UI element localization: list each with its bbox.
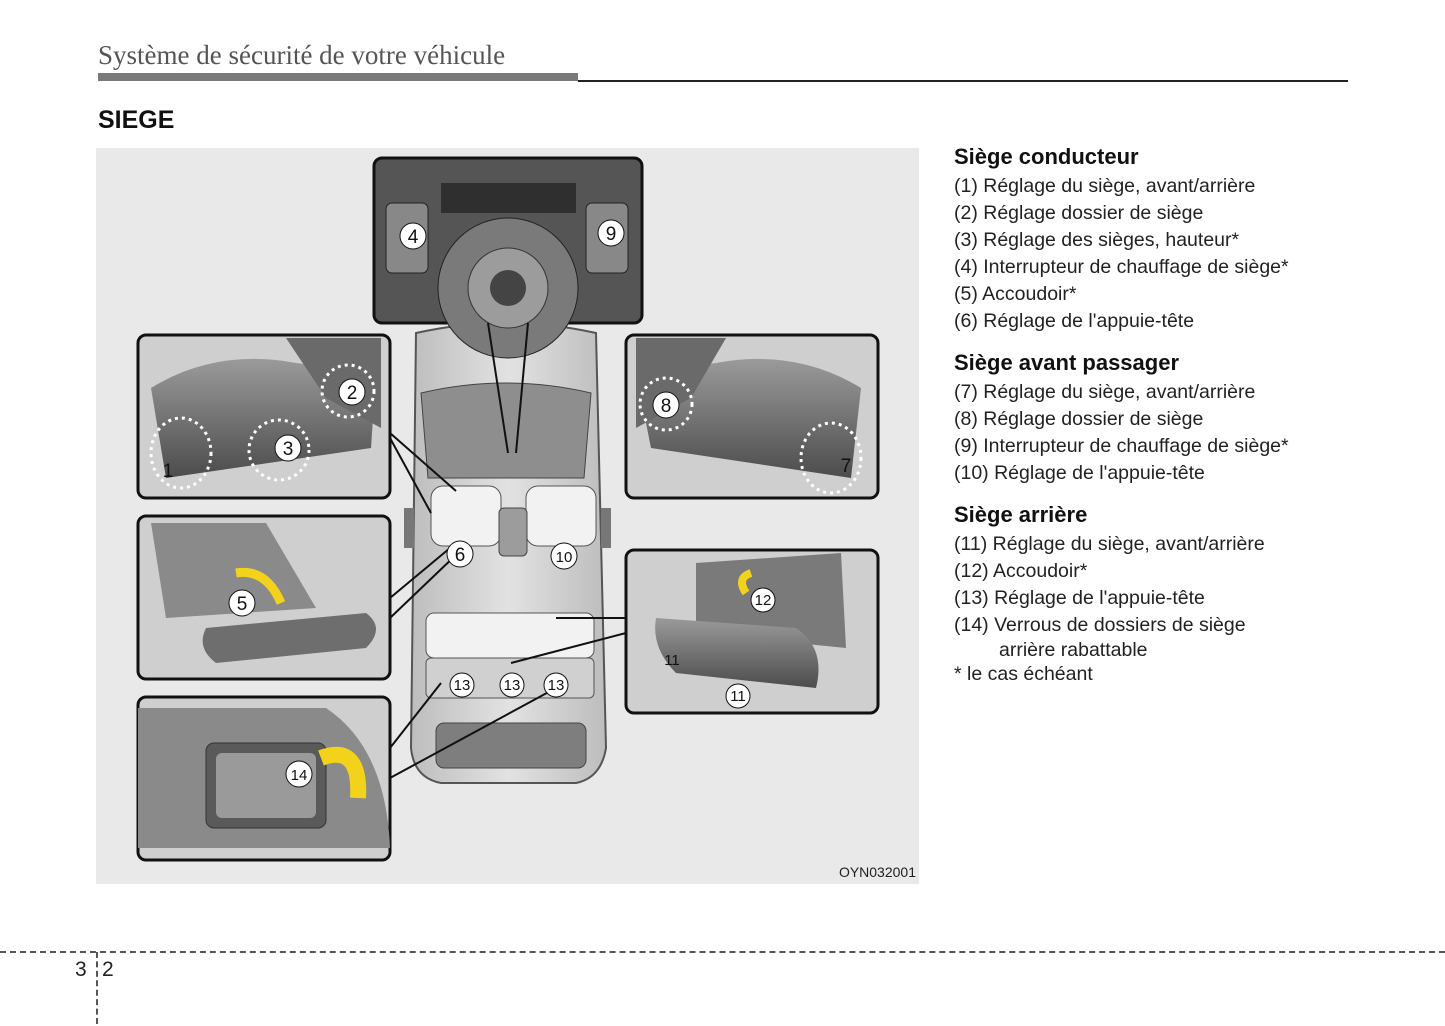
legend-item: (5) Accoudoir* [954,283,1077,305]
legend-item: (3) Réglage des sièges, hauteur* [954,229,1240,251]
seatback-lock-inset [136,682,557,862]
callout-12: 12 [750,587,776,613]
svg-text:11: 11 [730,688,746,705]
legend-group-rear: Siège arrière (11) Réglage du siège, ava… [954,502,1424,661]
legend-item: (9) Interrupteur de chauffage de siège* [954,435,1289,457]
legend-item: (12) Accoudoir* [954,560,1088,582]
legend-item: (7) Réglage du siège, avant/arrière [954,381,1256,403]
passenger-seat-inset [624,333,880,500]
legend-item: (1) Réglage du siège, avant/arrière [954,175,1256,197]
legend-item-continuation: arrière rabattable [999,639,1148,661]
callout-2: 2 [338,378,366,406]
dashboard-inset [372,156,644,454]
svg-text:10: 10 [556,549,573,566]
callout-10: 10 [550,542,578,570]
legend-item: (8) Réglage dossier de siège [954,408,1204,430]
callout-4: 4 [399,222,427,250]
rear-seat-inset [510,548,880,715]
callout-1: 1 [163,461,174,482]
legend-item-multiline: (14) Verrous de dossiers de siège arrièr… [954,612,1424,661]
callout-8: 8 [652,391,680,419]
svg-text:12: 12 [755,592,772,609]
svg-text:2: 2 [347,383,358,404]
callout-11a: 11 [664,652,680,669]
armrest-inset [136,514,459,681]
legend-item-line: (14) Verrous de dossiers de siège [954,614,1246,636]
svg-text:9: 9 [606,224,617,245]
svg-text:6: 6 [455,545,466,566]
svg-text:13: 13 [548,677,565,694]
callout-5: 5 [228,589,256,617]
legend-item: (11) Réglage du siège, avant/arrière [954,533,1265,555]
footer-divider [96,952,98,1024]
page-number: 2 [102,958,114,981]
svg-text:14: 14 [291,767,308,784]
header-rule [578,80,1348,82]
svg-text:3: 3 [283,439,294,460]
svg-text:7: 7 [841,456,852,477]
legend-group-driver: Siège conducteur (1) Réglage du siège, a… [954,144,1424,335]
seat-illustration: 1 2 3 4 5 6 7 8 9 10 11 11 12 13 13 13 1… [96,148,919,884]
legend-item: (4) Interrupteur de chauffage de siège* [954,256,1289,278]
footer-rule [0,951,1445,953]
svg-text:4: 4 [408,227,419,248]
header-title: Système de sécurité de votre véhicule [98,40,506,70]
svg-text:5: 5 [237,594,248,615]
legend-item: (10) Réglage de l'appuie-tête [954,462,1205,484]
legend-heading: Siège conducteur [954,144,1139,169]
callout-13-center: 13 [499,672,525,698]
callout-9: 9 [597,219,625,247]
legend-heading: Siège avant passager [954,350,1180,375]
callout-6: 6 [446,540,474,568]
callout-3: 3 [274,434,302,462]
svg-text:13: 13 [504,677,521,694]
figure-code: OYN032001 [838,864,916,880]
header-bar [98,73,578,81]
seat-legend: Siège conducteur (1) Réglage du siège, a… [954,144,1424,688]
legend-item: (2) Réglage dossier de siège [954,202,1204,224]
driver-seat-inset [136,333,457,514]
chapter-number: 3 [75,958,87,981]
legend-footnote: * le cas échéant [954,663,1093,685]
legend-group-front-passenger: Siège avant passager (7) Réglage du sièg… [954,350,1424,487]
legend-item: (13) Réglage de l'appuie-tête [954,587,1205,609]
callout-11b: 11 [725,683,751,709]
legend-heading: Siège arrière [954,502,1088,527]
section-title: SIEGE [98,106,175,134]
callout-13-right: 13 [543,672,569,698]
svg-text:1: 1 [163,461,174,482]
legend-item: (6) Réglage de l'appuie-tête [954,310,1195,332]
svg-text:8: 8 [661,396,672,417]
callout-14: 14 [285,760,313,788]
callout-7: 7 [841,456,852,477]
seat-diagram: 1 2 3 4 5 6 7 8 9 10 11 11 12 13 13 13 1… [136,156,880,862]
callout-13-left: 13 [449,672,475,698]
svg-text:13: 13 [454,677,471,694]
svg-text:11: 11 [664,652,680,669]
